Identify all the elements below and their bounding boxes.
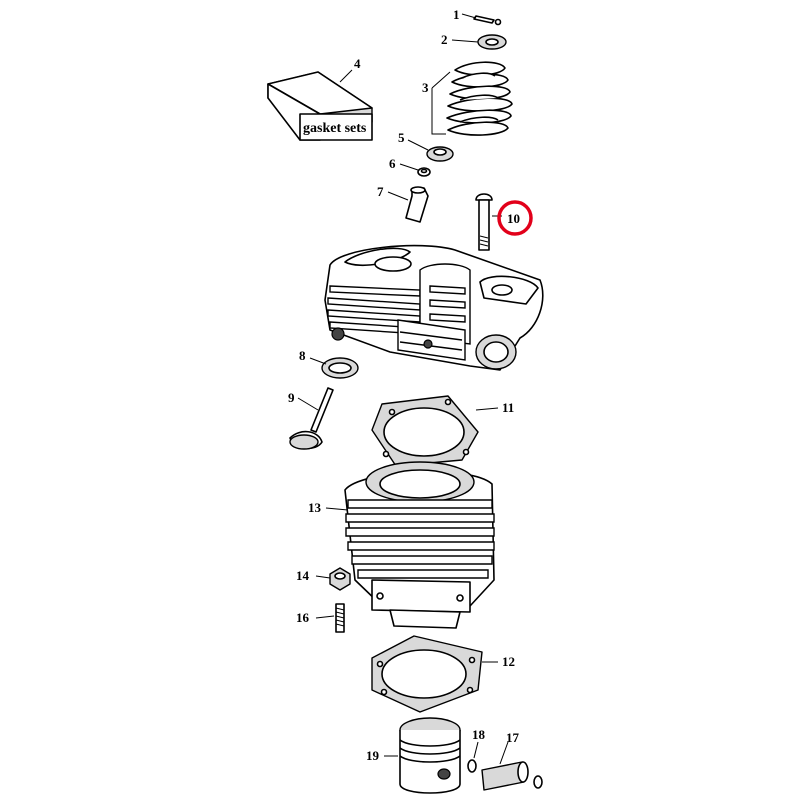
part-19-piston[interactable] — [399, 717, 461, 794]
callout-17[interactable]: 17 — [506, 730, 520, 745]
part-11-head-gasket[interactable] — [371, 395, 479, 467]
callout-1[interactable]: 1 — [453, 7, 460, 22]
part-7-valve-guide[interactable] — [405, 186, 429, 223]
callout-9[interactable]: 9 — [288, 390, 295, 405]
callout-2[interactable]: 2 — [441, 32, 448, 47]
leader-lines — [297, 13, 509, 765]
cylinder-head — [324, 244, 544, 371]
callout-18[interactable]: 18 — [472, 727, 486, 742]
part-12-base-gasket[interactable] — [371, 635, 483, 713]
callout-8[interactable]: 8 — [299, 348, 306, 363]
part-1-valve-keepers[interactable] — [473, 15, 502, 26]
part-17-piston-pin[interactable] — [481, 761, 543, 791]
callout-6[interactable]: 6 — [389, 156, 396, 171]
callout-12[interactable]: 12 — [502, 654, 515, 669]
callout-13[interactable]: 13 — [308, 500, 322, 515]
callout-5[interactable]: 5 — [398, 130, 405, 145]
callout-4[interactable]: 4 — [354, 56, 361, 71]
callout-10[interactable]: 10 — [507, 211, 520, 226]
callout-11[interactable]: 11 — [502, 400, 514, 415]
part-18-circlip[interactable] — [467, 759, 477, 773]
part-8-valve-seat[interactable] — [321, 357, 359, 379]
part-9-valve[interactable] — [289, 387, 334, 450]
part-13-cylinder[interactable] — [344, 461, 495, 629]
part-10-head-bolt[interactable] — [475, 193, 493, 251]
callout-19[interactable]: 19 — [366, 748, 380, 763]
part-3-valve-springs[interactable] — [446, 61, 513, 136]
part-16-cylinder-stud[interactable] — [335, 603, 345, 633]
callout-7[interactable]: 7 — [377, 184, 384, 199]
callout-3[interactable]: 3 — [422, 80, 429, 95]
callout-10-highlight-ring — [497, 200, 533, 236]
gasket-sets-label: gasket sets — [303, 121, 367, 136]
part-2-spring-collar[interactable] — [477, 34, 507, 50]
callout-labels: 1 2 3 4 5 6 7 10 8 9 11 13 14 16 12 19 1… — [288, 7, 520, 763]
callout-16[interactable]: 16 — [296, 610, 310, 625]
callout-14[interactable]: 14 — [296, 568, 310, 583]
part-4-gasket-sets-box[interactable]: gasket sets — [267, 71, 373, 141]
part-5-lower-collar[interactable] — [426, 146, 454, 162]
part-6-valve-seal[interactable] — [417, 167, 431, 177]
part-14-cylinder-nut[interactable] — [329, 567, 351, 591]
